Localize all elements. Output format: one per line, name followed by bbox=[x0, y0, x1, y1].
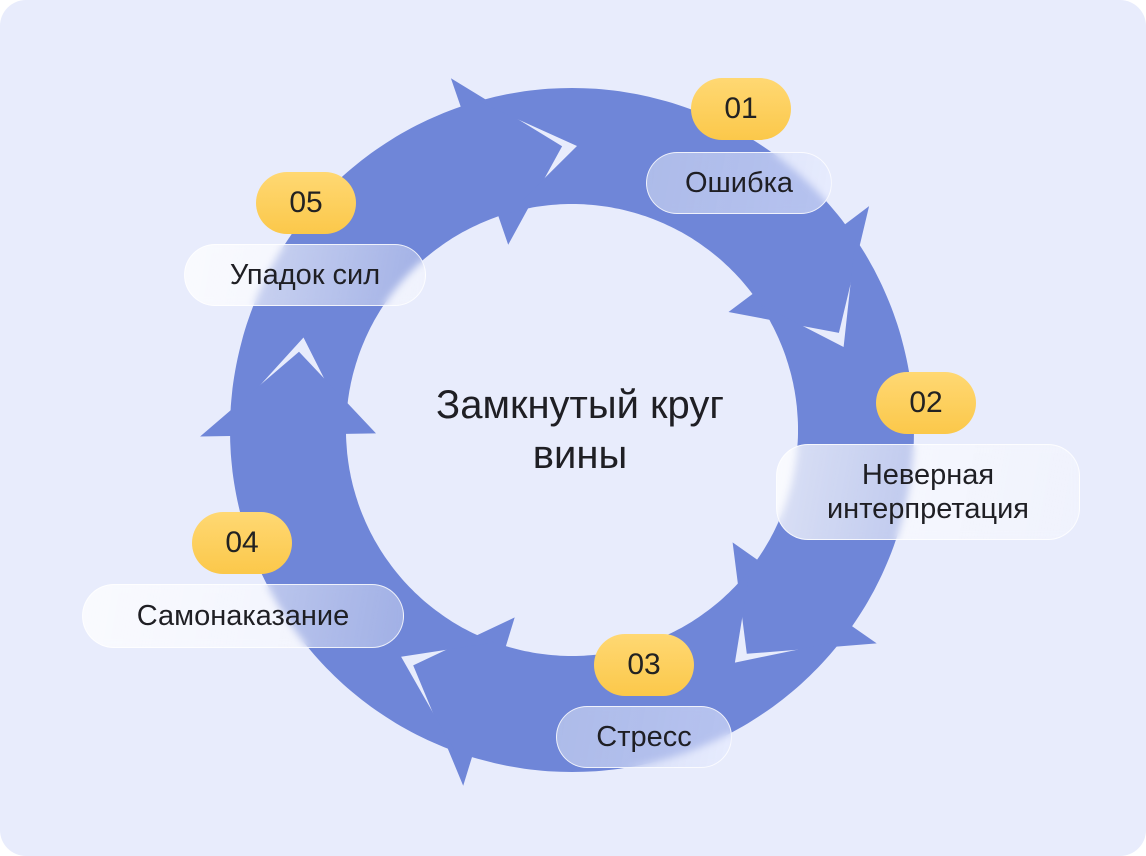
cycle-arrow-segment bbox=[200, 351, 495, 752]
step-1-label: Ошибка bbox=[646, 152, 832, 214]
step-3-label: Стресс bbox=[556, 706, 732, 768]
step-5-label: Упадок сил bbox=[184, 244, 426, 306]
diagram-title: Замкнутый круг вины bbox=[436, 383, 724, 477]
step-3-number: 03 bbox=[594, 634, 694, 696]
step-4-label: Самонаказание bbox=[82, 584, 404, 648]
step-5-number: 05 bbox=[256, 172, 356, 234]
step-2-number: 02 bbox=[876, 372, 976, 434]
step-2-label: Неверная интерпретация bbox=[776, 444, 1080, 540]
step-1-number: 01 bbox=[691, 78, 791, 140]
step-4-number: 04 bbox=[192, 512, 292, 574]
